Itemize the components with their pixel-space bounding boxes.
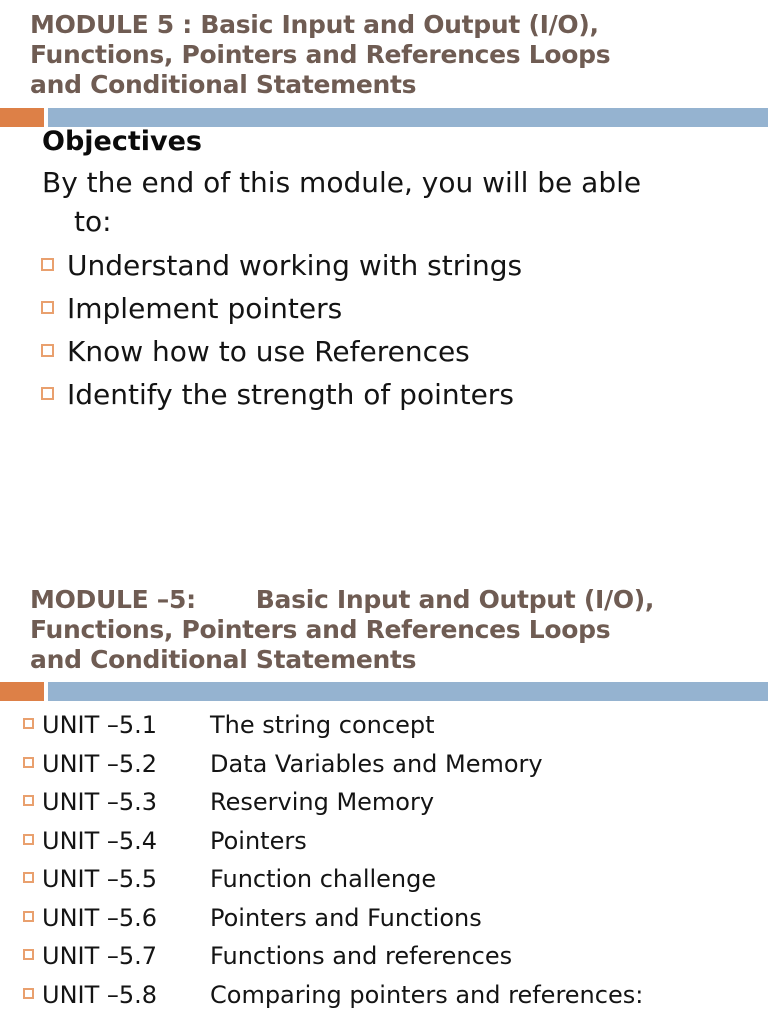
- objectives-intro: By the end of this module, you will be a…: [42, 163, 641, 241]
- unit-desc: Pointers and Functions: [210, 903, 482, 932]
- slide2-divider: [0, 682, 768, 701]
- objective-text: Implement pointers: [67, 292, 343, 325]
- slide2-title: MODULE –5: Basic Input and Output (I/O),…: [30, 585, 745, 675]
- unit-row: UNIT –5.6 Pointers and Functions: [23, 899, 643, 938]
- unit-row: UNIT –5.3 Reserving Memory: [23, 783, 643, 822]
- orange-accent-block: [0, 108, 44, 127]
- unit-desc: Reserving Memory: [210, 788, 435, 817]
- intro-line2: to:: [74, 205, 112, 238]
- objective-item: Identify the strength of pointers: [41, 373, 522, 416]
- unit-label: UNIT –5.4: [42, 826, 158, 855]
- bullet-square-icon: [23, 949, 34, 961]
- objective-item: Know how to use References: [41, 330, 522, 373]
- blue-accent-bar: [48, 108, 768, 127]
- bullet-square-icon: [23, 987, 34, 999]
- objective-text: Understand working with strings: [67, 249, 523, 282]
- unit-list: UNIT –5.1 The string concept UNIT –5.2 D…: [23, 706, 643, 1014]
- bullet-square-icon: [23, 795, 34, 807]
- objective-item: Implement pointers: [41, 287, 522, 330]
- unit-desc: Data Variables and Memory: [210, 749, 543, 778]
- unit-row: UNIT –5.4 Pointers: [23, 822, 643, 861]
- objective-text: Identify the strength of pointers: [67, 378, 514, 411]
- bullet-square-icon: [41, 344, 54, 357]
- objectives-heading: Objectives: [42, 126, 202, 157]
- unit-desc: The string concept: [210, 711, 435, 740]
- unit-desc: Comparing pointers and references:: [210, 980, 644, 1009]
- bullet-square-icon: [41, 258, 54, 271]
- slide1-divider: [0, 108, 768, 127]
- unit-label: UNIT –5.7: [42, 942, 158, 971]
- slide1-title: MODULE 5 : Basic Input and Output (I/O),…: [30, 10, 745, 100]
- objective-text: Know how to use References: [67, 335, 470, 368]
- unit-desc: Pointers: [210, 826, 307, 855]
- bullet-square-icon: [41, 387, 54, 400]
- bullet-square-icon: [23, 718, 34, 730]
- slide2-title-module-label: MODULE –5:: [30, 585, 196, 614]
- unit-label: UNIT –5.6: [42, 903, 158, 932]
- bullet-square-icon: [41, 301, 54, 314]
- orange-accent-block: [0, 682, 44, 701]
- unit-row: UNIT –5.2 Data Variables and Memory: [23, 745, 643, 784]
- unit-desc: Functions and references: [210, 942, 513, 971]
- unit-desc: Function challenge: [210, 865, 437, 894]
- objective-item: Understand working with strings: [41, 244, 522, 287]
- slide2-title-line3: and Conditional Statements: [30, 645, 417, 674]
- intro-line1: By the end of this module, you will be a…: [42, 166, 642, 199]
- slide2-title-line1-rest: Basic Input and Output (I/O),: [255, 585, 655, 614]
- unit-row: UNIT –5.5 Function challenge: [23, 860, 643, 899]
- unit-label: UNIT –5.8: [42, 980, 158, 1009]
- slide2-title-line1: MODULE –5: Basic Input and Output (I/O),: [30, 585, 745, 615]
- unit-label: UNIT –5.3: [42, 788, 158, 817]
- slide1-title-line3: and Conditional Statements: [30, 70, 417, 99]
- unit-label: UNIT –5.1: [42, 711, 158, 740]
- bullet-square-icon: [23, 756, 34, 768]
- unit-row: UNIT –5.7 Functions and references: [23, 937, 643, 976]
- unit-label: UNIT –5.2: [42, 749, 158, 778]
- unit-label: UNIT –5.5: [42, 865, 158, 894]
- blue-accent-bar: [48, 682, 768, 701]
- slide1-title-line1: MODULE 5 : Basic Input and Output (I/O),: [30, 10, 599, 39]
- unit-row: UNIT –5.1 The string concept: [23, 706, 643, 745]
- bullet-square-icon: [23, 872, 34, 884]
- bullet-square-icon: [23, 910, 34, 922]
- slide2-title-line2: Functions, Pointers and References Loops: [30, 615, 611, 644]
- unit-row: UNIT –5.8 Comparing pointers and referen…: [23, 976, 643, 1015]
- slide1-title-line2: Functions, Pointers and References Loops: [30, 40, 611, 69]
- bullet-square-icon: [23, 833, 34, 845]
- objectives-list: Understand working with strings Implemen…: [41, 244, 522, 416]
